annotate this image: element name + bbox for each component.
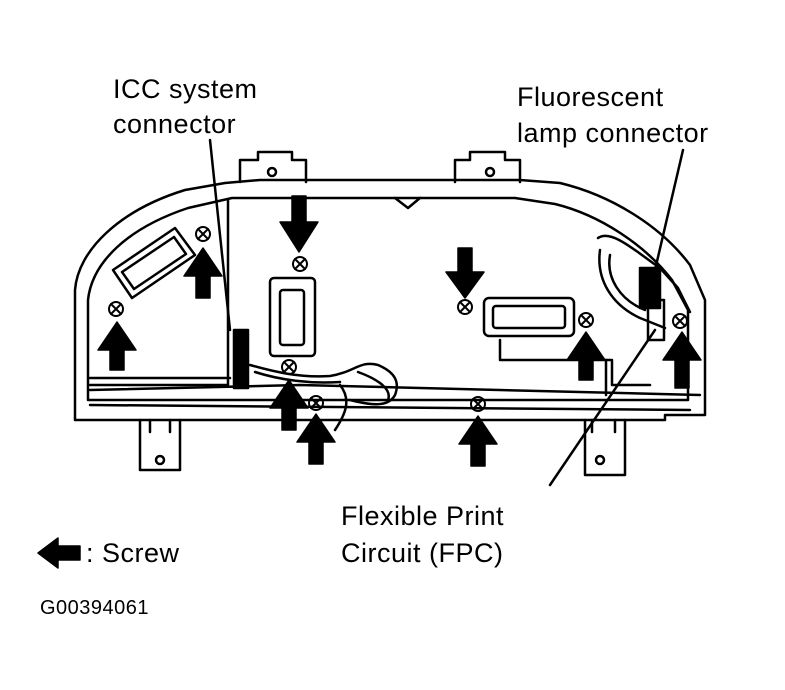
screw-icon [292, 256, 308, 272]
right-window [482, 296, 576, 338]
screw-icon [195, 226, 211, 242]
arrow-up-icon [183, 247, 223, 299]
screw-arrows [97, 195, 702, 467]
arrow-up-icon [662, 331, 702, 389]
wire-harness [248, 362, 399, 406]
left-partition [88, 198, 230, 387]
arrow-up-icon [458, 415, 498, 467]
leader-icc [208, 138, 232, 332]
screw-symbols [108, 226, 688, 412]
right-frame [498, 338, 652, 387]
screw-icon [308, 395, 324, 411]
figure-code: G00394061 [40, 597, 150, 619]
leader-fpc [548, 328, 657, 487]
screw-icon [672, 313, 688, 329]
icc-label-line2: connector [113, 109, 237, 139]
top-tab-left [238, 150, 308, 184]
arrow-up-icon [296, 413, 336, 465]
lamp-connector-block [638, 266, 662, 310]
screw-icon [578, 312, 594, 328]
arrow-left-icon [37, 537, 81, 569]
leader-fluorescent [653, 148, 685, 272]
screw-icon [457, 299, 473, 315]
arrow-up-icon [97, 321, 137, 371]
fpc-label-line1: Flexible Print [341, 501, 505, 531]
fluorescent-label-line2: lamp connector [517, 118, 709, 148]
legend-text: : Screw [86, 538, 180, 568]
arrow-up-icon [269, 379, 309, 431]
center-window [268, 276, 317, 358]
left-window [111, 226, 197, 300]
cluster-housing [73, 178, 707, 422]
arrow-down-icon [279, 195, 319, 253]
icc-connector [232, 328, 250, 390]
fpc-label-line2: Circuit (FPC) [341, 538, 504, 568]
bottom-tab-right [583, 418, 627, 477]
screw-icon [108, 301, 124, 317]
bottom-rail [88, 383, 702, 412]
screw-icon [470, 396, 486, 412]
arrow-up-icon [566, 331, 606, 381]
icc-label-line1: ICC system [113, 74, 258, 104]
top-tab-right [453, 150, 522, 184]
screw-icon [281, 359, 297, 375]
bottom-tab-left [138, 418, 182, 472]
arrow-down-icon [445, 247, 485, 299]
fluorescent-label-line1: Fluorescent [517, 82, 664, 112]
